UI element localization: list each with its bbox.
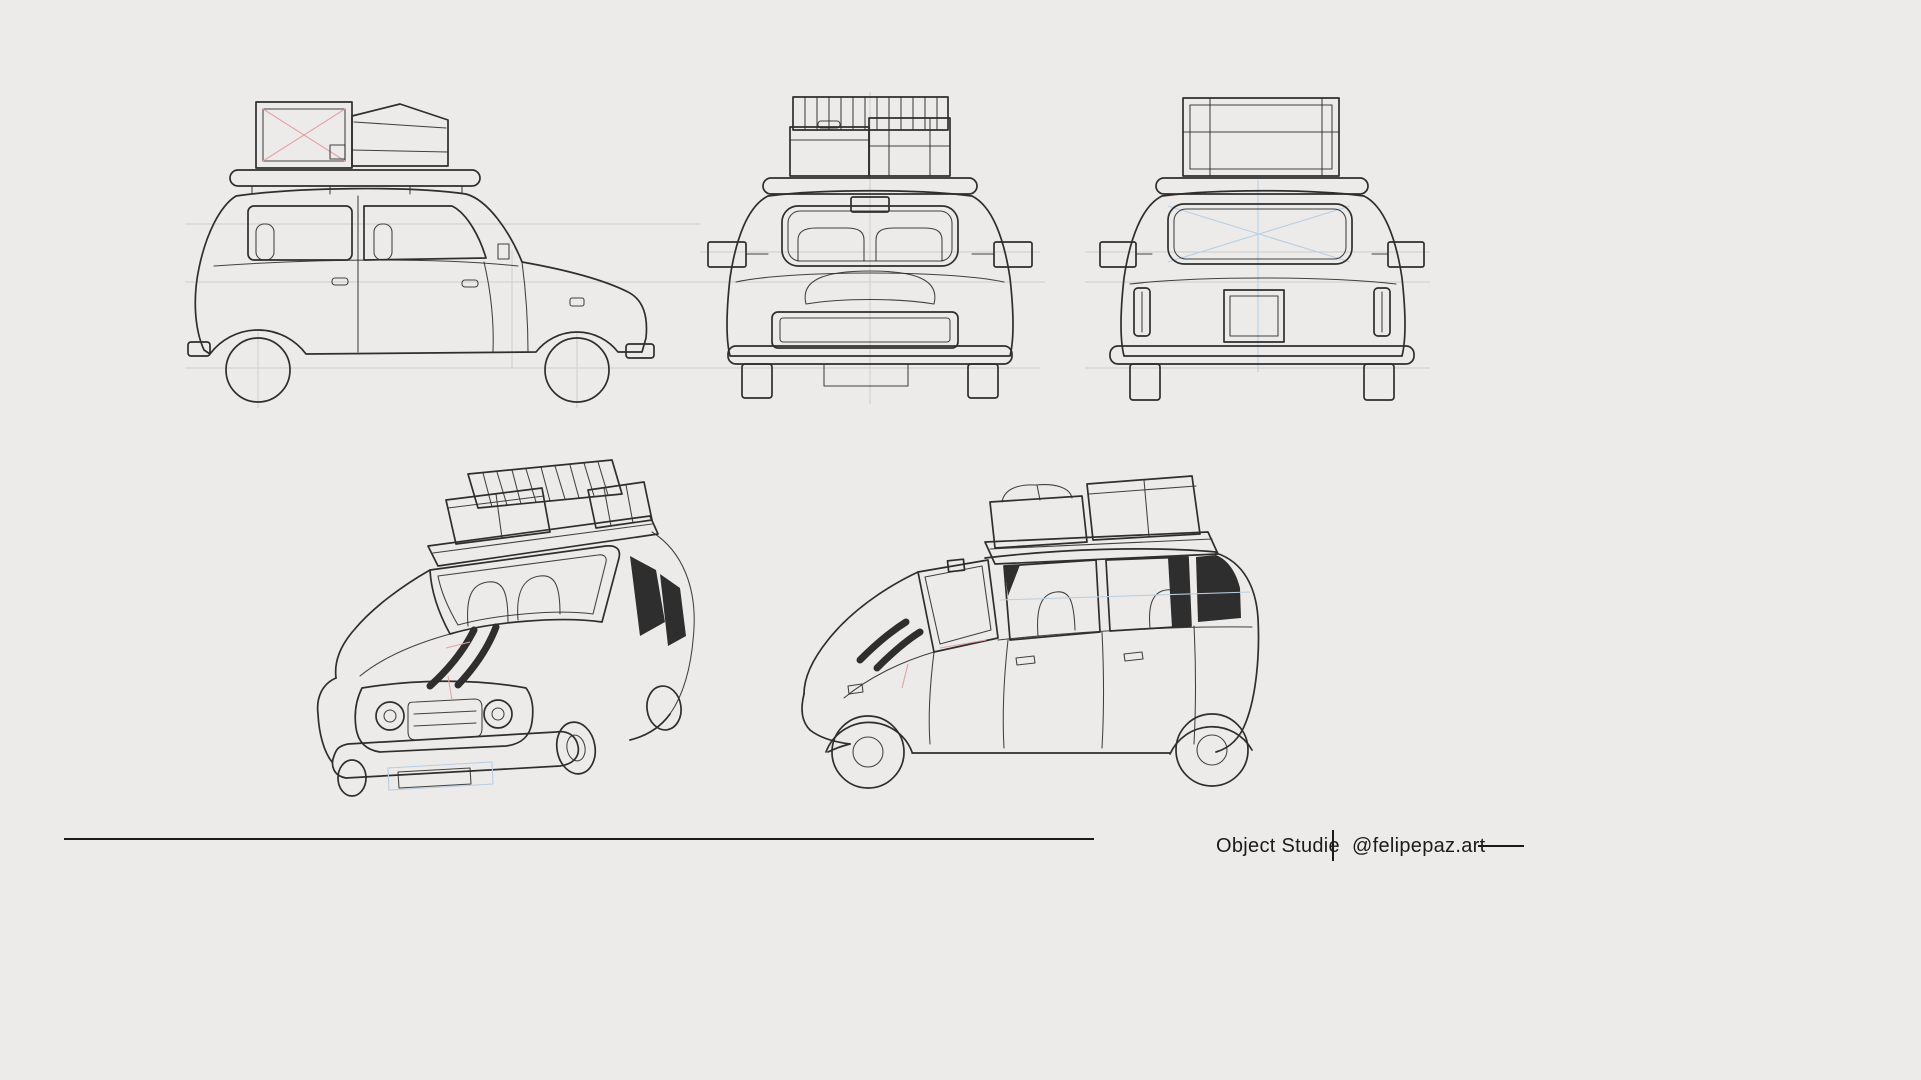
- hood-stripe: [856, 618, 910, 664]
- door-handle: [461, 279, 479, 288]
- quarter-window-dark: [1196, 555, 1241, 622]
- taillight-right: [1373, 287, 1391, 337]
- side-marker: [569, 297, 585, 307]
- rearview-mirror: [850, 196, 890, 213]
- wheel: [967, 363, 999, 399]
- car-body-front: [726, 189, 1014, 357]
- hood-stripe: [454, 623, 500, 689]
- side-window-dark: [630, 556, 665, 636]
- rear-window: [1167, 203, 1353, 265]
- front-right-wheel: [555, 721, 597, 775]
- rear-wheel: [225, 337, 291, 403]
- roof-rack-front: [762, 177, 978, 195]
- headlight: [483, 699, 513, 729]
- headlight: [375, 701, 405, 731]
- windshield-perspective: [429, 545, 621, 635]
- front-three-quarter-view-drawing: [316, 459, 695, 797]
- side-mirror-left: [1099, 241, 1137, 268]
- hood-stripe: [873, 628, 924, 672]
- rear-side-window: [247, 205, 353, 261]
- roof-rack-side: [229, 169, 481, 187]
- rear-view-drawing: [1099, 97, 1425, 401]
- hood-bulge: [804, 270, 936, 305]
- roof-luggage-perspective-front: [445, 459, 653, 545]
- footer-rule-long: [64, 838, 1094, 840]
- taillight-left: [1133, 287, 1151, 337]
- footer-title: Object Studie: [1216, 835, 1340, 857]
- seat: [1149, 589, 1184, 629]
- roof-rack-rear: [1155, 177, 1369, 195]
- seat-headrest: [373, 223, 393, 261]
- side-view-drawing: [187, 101, 655, 408]
- windshield: [781, 205, 959, 267]
- side-mirror-right: [993, 241, 1033, 268]
- wheel: [1129, 363, 1161, 401]
- grille: [407, 698, 483, 741]
- roof-luggage-rear: [1182, 97, 1340, 177]
- door-handle: [1015, 655, 1036, 666]
- rear-wheel-perspective: [646, 685, 682, 731]
- roof-rack-perspective: [427, 515, 659, 567]
- front-view-drawing: [707, 92, 1033, 404]
- side-window-dark: [660, 574, 686, 646]
- roof-luggage-front: [789, 96, 951, 177]
- rear-wheel: [1175, 713, 1249, 787]
- front-fascia-panel: [354, 680, 534, 753]
- front-left-wheel: [337, 759, 367, 797]
- door-handle: [1123, 651, 1144, 662]
- car-body-side: [194, 187, 648, 355]
- seat: [467, 581, 509, 627]
- door-handle: [331, 277, 349, 286]
- rear-bumper: [187, 341, 211, 357]
- wheel: [741, 363, 773, 399]
- front-bumper: [625, 343, 655, 359]
- footer-artist-handle: @felipepaz.art: [1352, 835, 1486, 857]
- license-plate: [1223, 289, 1285, 343]
- bumper-rear: [1109, 345, 1415, 365]
- windshield-perspective: [917, 559, 999, 653]
- seat: [797, 227, 865, 262]
- roof-luggage-side: [255, 101, 449, 169]
- seat-headrest: [255, 223, 275, 261]
- side-mirror: [497, 243, 510, 260]
- side-mirror: [946, 558, 966, 573]
- bumper-perspective: [331, 730, 580, 779]
- under-bumper-plate: [823, 363, 909, 387]
- footer-divider: [1332, 830, 1334, 861]
- front-wheel: [544, 337, 610, 403]
- front-side-window: [363, 205, 487, 261]
- footer-rule-short: [1478, 845, 1524, 847]
- seat: [875, 227, 943, 262]
- car-body-rear: [1120, 189, 1406, 357]
- seat: [517, 575, 561, 621]
- front-wheel: [831, 715, 905, 789]
- grille-panel: [771, 311, 959, 349]
- wheel: [1363, 363, 1395, 401]
- seat: [1037, 591, 1076, 637]
- front-door-window: [1003, 559, 1101, 641]
- side-mirror-right: [1387, 241, 1425, 268]
- rear-three-quarter-view-drawing: [801, 475, 1260, 789]
- side-mirror-left: [707, 241, 747, 268]
- roof-luggage-perspective-side: [989, 475, 1201, 549]
